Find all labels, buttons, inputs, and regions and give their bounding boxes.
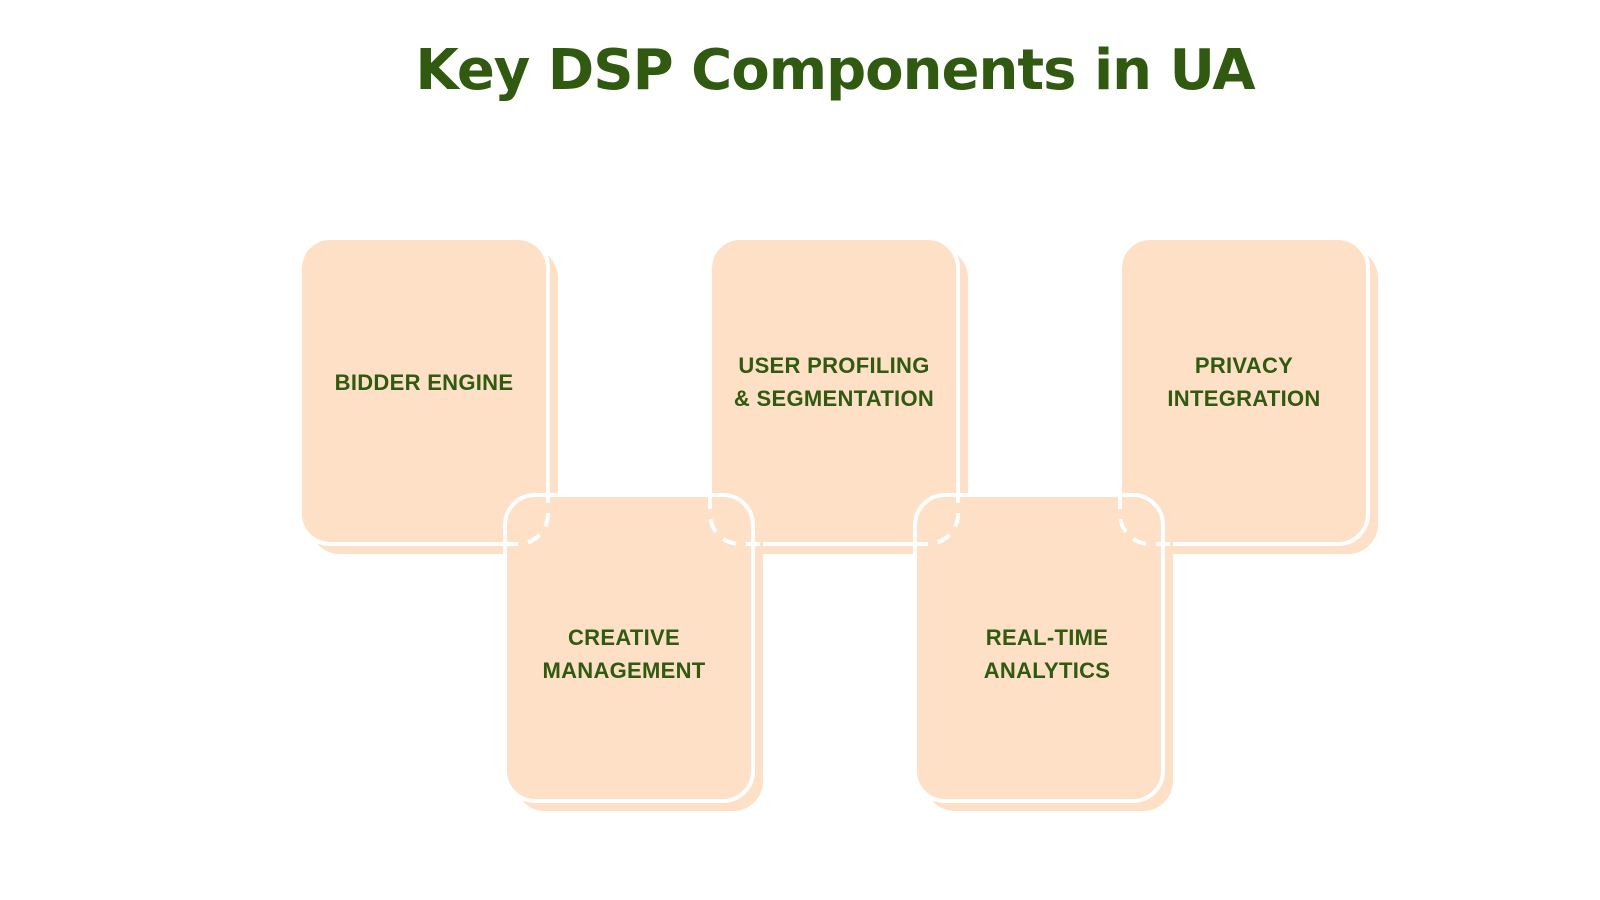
card-privacy-integration: PRIVACY INTEGRATION: [1118, 236, 1378, 554]
card-outline: [503, 493, 755, 803]
card-outline: [298, 236, 550, 546]
page-title: Key DSP Components in UA: [415, 38, 1255, 103]
card-real-time-analytics: REAL-TIME ANALYTICS: [913, 493, 1173, 811]
card-label: CREATIVE MANAGEMENT: [542, 625, 705, 683]
card-face: [300, 238, 548, 544]
card-label: REAL-TIME ANALYTICS: [984, 625, 1111, 683]
card-label-line: PRIVACY: [1195, 353, 1293, 378]
card-face: [505, 495, 753, 801]
card-label-line: & SEGMENTATION: [734, 386, 934, 411]
card-label-line: USER PROFILING: [738, 353, 929, 378]
card-label: USER PROFILING & SEGMENTATION: [734, 353, 934, 411]
card-face: [1120, 238, 1368, 544]
card-bidder-engine: BIDDER ENGINE: [298, 236, 558, 554]
card-outline: [1118, 236, 1370, 546]
card-label-line: BIDDER ENGINE: [335, 370, 514, 395]
card-user-profiling-segmentation: USER PROFILING & SEGMENTATION: [708, 236, 968, 554]
card-creative-management: CREATIVE MANAGEMENT: [503, 493, 763, 811]
card-label-line: CREATIVE: [568, 625, 680, 650]
card-label-line: MANAGEMENT: [542, 658, 705, 683]
card-label-line: INTEGRATION: [1167, 386, 1320, 411]
card-label-line: REAL-TIME: [986, 625, 1108, 650]
card-outline: [708, 236, 960, 546]
card-label: BIDDER ENGINE: [335, 370, 514, 395]
card-face: [710, 238, 958, 544]
card-label-line: ANALYTICS: [984, 658, 1111, 683]
card-label: PRIVACY INTEGRATION: [1167, 353, 1320, 411]
card-face: [915, 495, 1163, 801]
card-outline: [913, 493, 1165, 803]
